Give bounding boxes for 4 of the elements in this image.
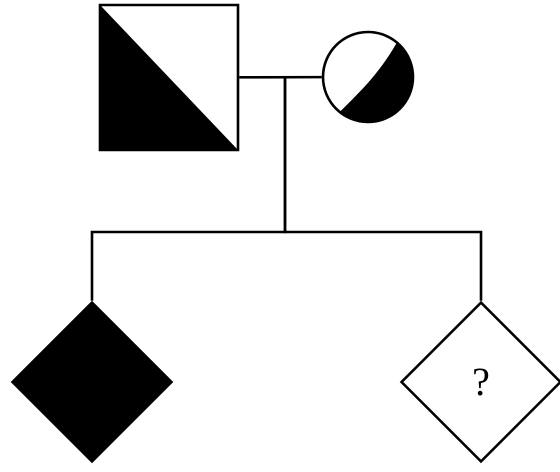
male-square xyxy=(98,4,240,152)
marriage-line xyxy=(239,76,322,79)
descent-line xyxy=(284,77,482,301)
female-circle xyxy=(322,30,414,124)
